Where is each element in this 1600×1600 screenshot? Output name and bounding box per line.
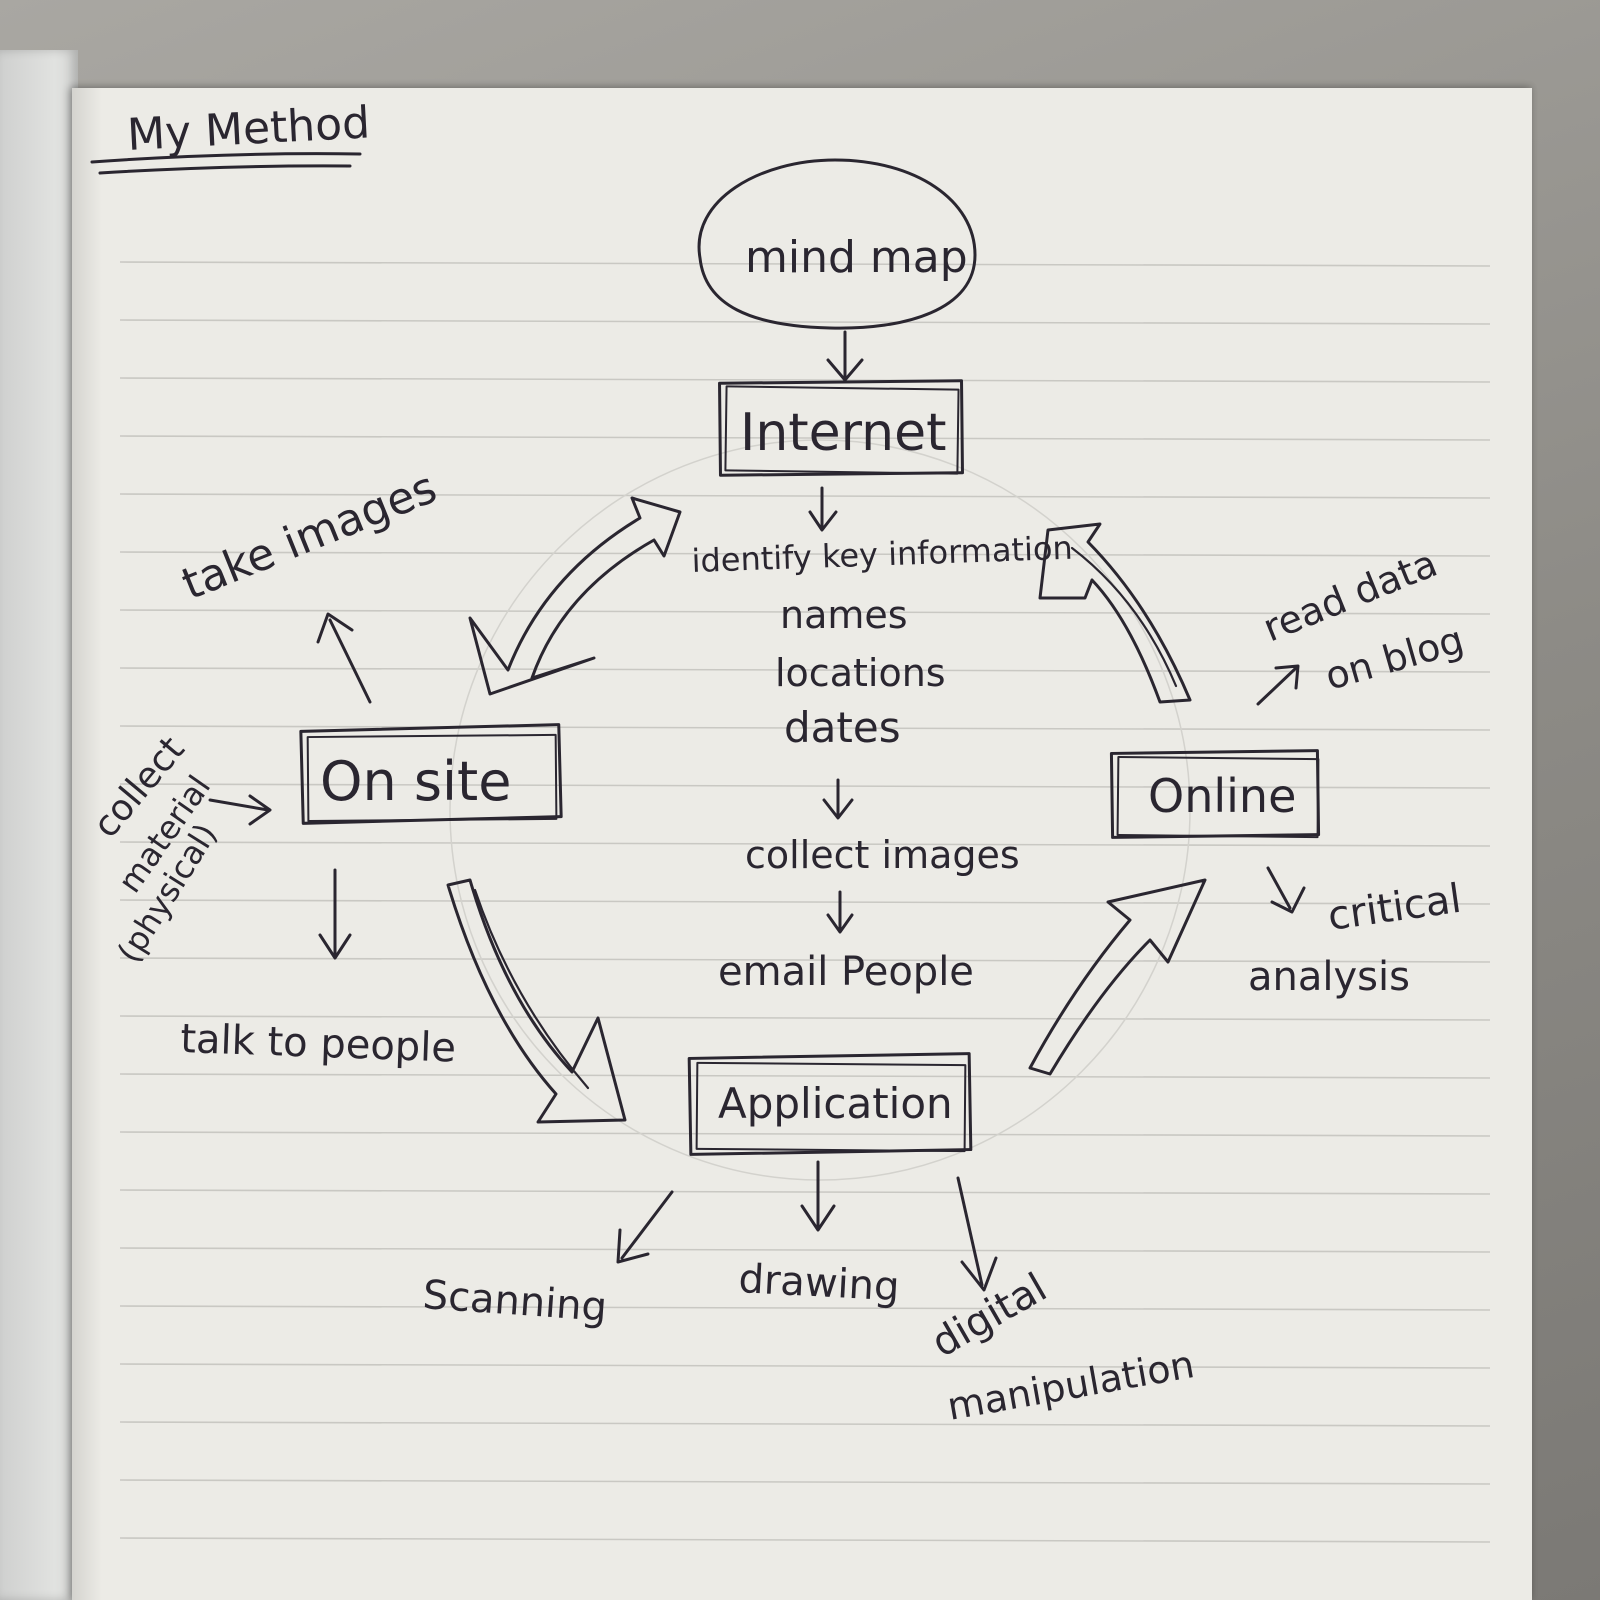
arrow-app-to-digital — [956, 1176, 998, 1292]
node-mind-map: mind map — [745, 232, 968, 283]
internet-box — [718, 379, 964, 477]
ruled-line-19 — [119, 1363, 1491, 1369]
ruled-line-8 — [119, 725, 1491, 731]
step-dates: dates — [784, 703, 901, 752]
branch-scanning: Scanning — [421, 1272, 608, 1331]
step-email-people: email People — [718, 949, 974, 995]
branch-digital-line2: manipulation — [944, 1342, 1198, 1429]
ruled-line-2 — [119, 377, 1491, 383]
ruled-line-15 — [119, 1131, 1491, 1137]
title-underline — [90, 152, 362, 164]
branch-take-images: take images — [175, 462, 444, 610]
arrow-application-online — [1028, 878, 1207, 1076]
node-internet: Internet — [740, 403, 946, 463]
ruled-line-14 — [119, 1073, 1491, 1079]
page-title: My Method — [126, 97, 371, 161]
ruled-line-11 — [119, 899, 1491, 905]
application-box-second-stroke — [695, 1061, 967, 1153]
ruled-line-16 — [119, 1189, 1491, 1195]
arrow-online-internet — [1038, 522, 1192, 704]
ruled-line-9 — [119, 783, 1491, 789]
arrow-onsite-to-takeimages — [316, 612, 372, 704]
branch-critical-line1: critical — [1325, 876, 1464, 940]
ruled-line-21 — [119, 1479, 1491, 1485]
ruled-line-4 — [119, 493, 1491, 499]
arrow-online-internet-inner — [1070, 546, 1178, 688]
arrow-dates-to-collect — [822, 778, 854, 820]
ruled-line-3 — [119, 435, 1491, 441]
ruled-line-22 — [119, 1537, 1491, 1543]
notebook-page — [72, 88, 1532, 1600]
on-site-box-second-stroke — [306, 733, 558, 823]
arrow-app-to-drawing — [800, 1160, 836, 1232]
ruled-line-1 — [119, 319, 1491, 325]
node-on-site: On site — [320, 750, 511, 813]
ruled-line-20 — [119, 1421, 1491, 1427]
node-application: Application — [718, 1079, 953, 1128]
step-locations: locations — [775, 651, 946, 695]
ruled-line-5 — [119, 551, 1491, 557]
application-box — [687, 1052, 973, 1156]
ruled-line-12 — [119, 957, 1491, 963]
pencil-guide-circle — [449, 439, 1191, 1181]
ruled-line-18 — [119, 1305, 1491, 1311]
mind-map-ellipse — [697, 158, 977, 330]
node-online: Online — [1148, 769, 1296, 823]
previous-page-edge — [0, 50, 78, 1600]
arrow-online-to-readdata — [1256, 664, 1300, 706]
title-underline-second — [98, 164, 352, 175]
arrow-onsite-to-talk — [318, 868, 352, 960]
ruled-line-13 — [119, 1015, 1491, 1021]
online-box-second-stroke — [1116, 755, 1320, 839]
arrow-internet-to-identify — [808, 486, 838, 532]
arrow-onsite-application-inner — [473, 888, 590, 1090]
internet-box-second-stroke — [724, 385, 960, 475]
arrow-app-to-scanning — [616, 1190, 674, 1264]
step-collect-images: collect images — [745, 833, 1020, 877]
ruled-lines — [119, 261, 1491, 1543]
ruled-line-6 — [119, 609, 1491, 615]
ruled-line-7 — [119, 667, 1491, 673]
branch-drawing: drawing — [737, 1256, 900, 1310]
ruled-line-0 — [119, 261, 1491, 267]
branch-talk-to-people: talk to people — [180, 1016, 457, 1072]
ruled-line-17 — [119, 1247, 1491, 1253]
ruled-line-10 — [119, 841, 1491, 847]
arrow-collect-material — [208, 794, 272, 826]
arrow-collect-to-email — [826, 890, 854, 934]
step-names: names — [780, 593, 908, 637]
branch-critical-line2: analysis — [1248, 954, 1410, 1000]
arrow-online-to-critical — [1266, 866, 1306, 914]
branch-read-data-line2: on blog — [1320, 617, 1468, 698]
arrow-onsite-application — [446, 878, 627, 1124]
arrow-mindmap-to-internet — [826, 330, 864, 382]
step-identify: identify key information — [691, 529, 1073, 580]
arrow-internet-onsite — [468, 496, 682, 696]
